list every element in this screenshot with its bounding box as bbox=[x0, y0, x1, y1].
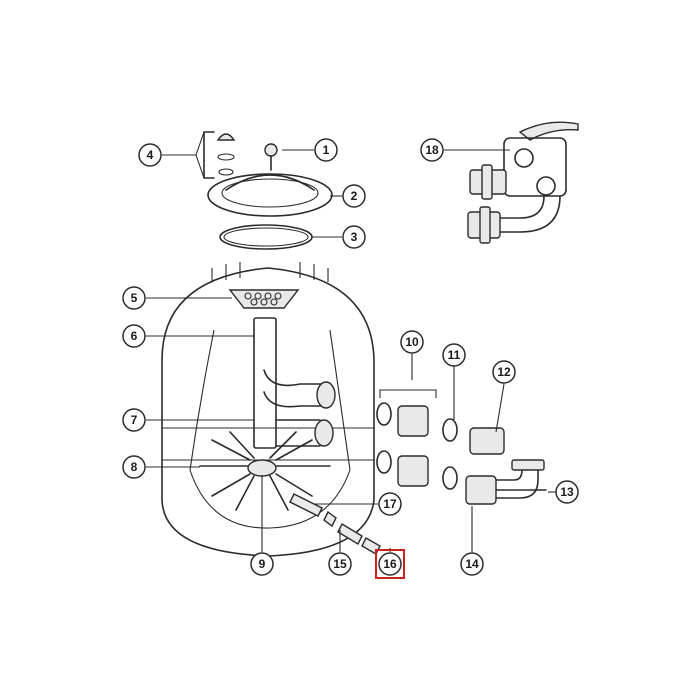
callout-15-label: 15 bbox=[333, 557, 347, 571]
callout-2-label: 2 bbox=[351, 189, 358, 203]
callout-16[interactable]: 16 bbox=[375, 549, 405, 579]
callout-11-label: 11 bbox=[448, 348, 461, 362]
callout-9-label: 9 bbox=[259, 557, 266, 571]
callout-4-label: 4 bbox=[147, 148, 154, 162]
drain-parts bbox=[289, 493, 381, 555]
bulkhead-fittings bbox=[397, 405, 429, 487]
union-o-rings bbox=[376, 402, 458, 490]
vent-valve-parts bbox=[203, 131, 236, 179]
callout-11[interactable]: 11 bbox=[442, 343, 466, 367]
callout-9[interactable]: 9 bbox=[250, 552, 274, 576]
callout-7[interactable]: 7 bbox=[122, 408, 146, 432]
callout-1-label: 1 bbox=[323, 143, 330, 157]
callout-1[interactable]: 1 bbox=[314, 138, 338, 162]
callout-13[interactable]: 13 bbox=[555, 480, 579, 504]
central-pipe bbox=[253, 317, 336, 449]
callout-13-label: 13 bbox=[560, 485, 574, 499]
union-fittings bbox=[465, 427, 547, 505]
callout-17-label: 17 bbox=[383, 497, 397, 511]
callout-7-label: 7 bbox=[131, 413, 138, 427]
pressure-gauge-knob bbox=[264, 143, 278, 171]
callout-3-label: 3 bbox=[351, 230, 358, 244]
callout-17[interactable]: 17 bbox=[378, 492, 402, 516]
callout-2[interactable]: 2 bbox=[342, 184, 366, 208]
callout-4[interactable]: 4 bbox=[138, 143, 162, 167]
callout-5-label: 5 bbox=[131, 291, 138, 305]
callout-5[interactable]: 5 bbox=[122, 286, 146, 310]
callout-3[interactable]: 3 bbox=[342, 225, 366, 249]
filter-lid bbox=[207, 173, 333, 217]
callout-18-label: 18 bbox=[425, 143, 439, 157]
top-diffuser bbox=[228, 289, 300, 309]
multiport-valve bbox=[467, 121, 579, 244]
callout-12[interactable]: 12 bbox=[492, 360, 516, 384]
filter-tank bbox=[161, 262, 375, 557]
callout-10-label: 10 bbox=[405, 335, 419, 349]
lid-o-ring bbox=[219, 224, 313, 250]
callout-10[interactable]: 10 bbox=[400, 330, 424, 354]
callout-6-label: 6 bbox=[131, 329, 138, 343]
callout-14-label: 14 bbox=[465, 557, 479, 571]
leader-lines bbox=[146, 131, 556, 552]
callout-12-label: 12 bbox=[497, 365, 511, 379]
callout-8[interactable]: 8 bbox=[122, 455, 146, 479]
callout-18[interactable]: 18 bbox=[420, 138, 444, 162]
callout-14[interactable]: 14 bbox=[460, 552, 484, 576]
laterals-collector bbox=[199, 431, 331, 511]
callout-15[interactable]: 15 bbox=[328, 552, 352, 576]
callout-16-highlight bbox=[375, 549, 405, 579]
callout-16-label: 16 bbox=[383, 557, 397, 571]
callout-6[interactable]: 6 bbox=[122, 324, 146, 348]
callout-8-label: 8 bbox=[131, 460, 138, 474]
